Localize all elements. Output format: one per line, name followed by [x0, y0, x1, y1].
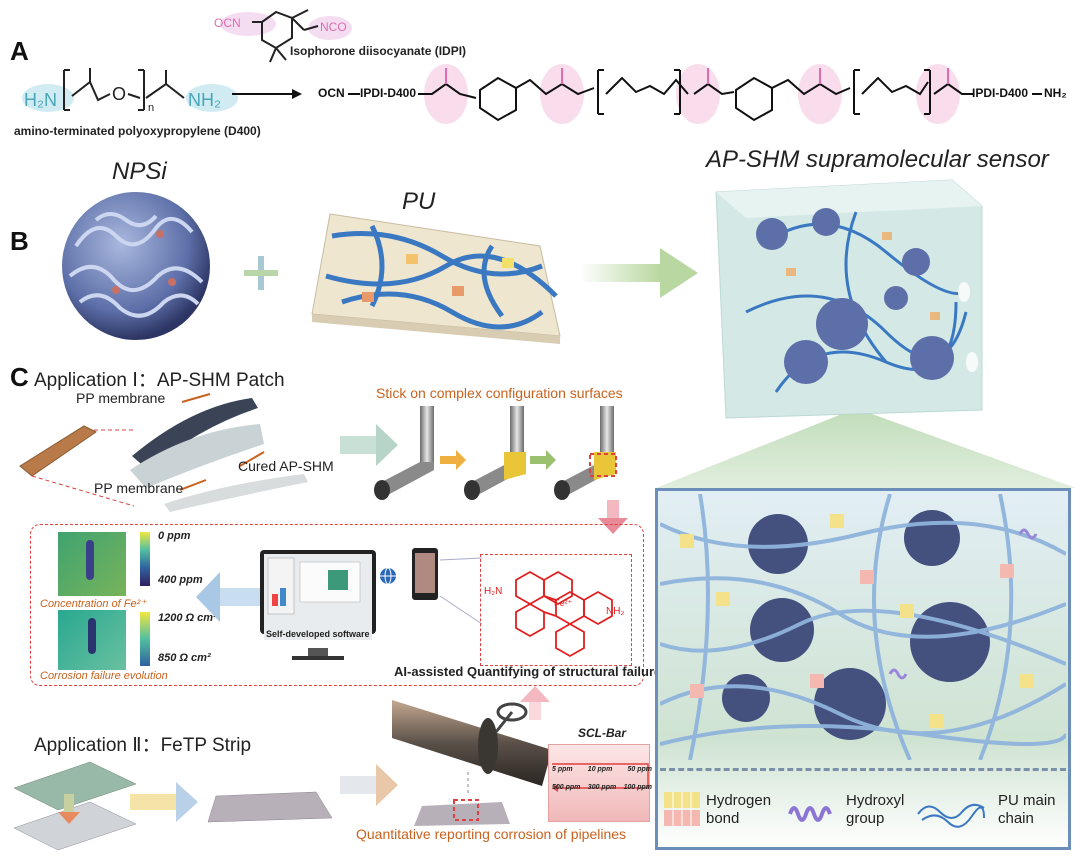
monitor-software [260, 550, 376, 660]
legend-pu-line1: PU main [998, 792, 1056, 809]
arrow-to-pipeline [340, 764, 398, 806]
plus-icon [244, 256, 278, 290]
pipeline [392, 700, 552, 826]
fetp-strip [207, 791, 333, 823]
legend-hydroxyl-line2: group [846, 810, 885, 827]
arrow-to-pipes [340, 424, 398, 466]
cured-ap-shm-label: Cured AP-SHM [238, 458, 334, 474]
zoom-wedge [656, 414, 1076, 488]
chain-ipdi-left: IPDI-D400 [360, 86, 417, 100]
legend-divider [660, 768, 1066, 771]
scl-label: 5 ppm [552, 766, 573, 773]
chain-bond-end [1032, 93, 1042, 95]
oxygen-left: O [112, 84, 127, 104]
scl-label: 100 ppm [623, 784, 652, 791]
patch-arrows [180, 393, 265, 491]
fe-colorbar [140, 532, 150, 586]
r-caption: Corrosion failure evolution [40, 670, 168, 682]
legend-hbond-line1: Hydrogen [706, 792, 772, 809]
legend-pu-line2: chain [998, 810, 1034, 827]
pipeline-caption: Quantitative reporting corrosion of pipe… [356, 826, 627, 842]
d400-molecule [22, 68, 238, 112]
chain-ocn: OCN [318, 86, 345, 100]
legend-hydroxyl-line1: Hydroxyl [846, 792, 905, 809]
scl-label: 300 ppm [587, 784, 617, 791]
pu-title: PU [402, 188, 436, 215]
legend-hbond: Hydrogen bond [706, 792, 771, 828]
h2n-left: H₂N [24, 90, 57, 110]
microstructure-frame [655, 488, 1071, 850]
n-subscript-left: n [148, 102, 155, 114]
ai-quantify-box [30, 524, 644, 686]
resistance-colorbar [140, 612, 150, 666]
pp-membrane-bottom: PP membrane [94, 480, 184, 496]
panel-label-a: A [10, 36, 29, 66]
scl-bar-title: SCL-Bar [578, 726, 627, 740]
npsi-title: NPSi [112, 158, 167, 185]
nco-label-top: NCO [320, 20, 347, 34]
microstructure-network [660, 494, 1066, 760]
transition-arrow-b [580, 248, 698, 298]
scl-label: 50 ppm [627, 766, 652, 773]
scl-row-1: 5 ppm 10 ppm 50 ppm [552, 766, 652, 773]
app1-title: Application Ⅰ：AP-SHM Patch [34, 370, 285, 391]
globe-icon [380, 567, 396, 585]
fe-complex-box [480, 554, 632, 666]
down-arrow [598, 500, 628, 534]
arrow-to-strip [130, 782, 198, 822]
urethane-chain [418, 64, 974, 124]
ocn-label-top: OCN [214, 16, 241, 30]
fe-scale-bottom: 400 ppm [158, 574, 203, 586]
resistance-spot [88, 618, 96, 654]
up-arrow [520, 686, 550, 720]
panel-label-c: C [10, 362, 29, 392]
fe-scale-top: 0 ppm [158, 530, 191, 542]
fe-corrosion-spot [86, 540, 94, 580]
ai-caption: AI-assisted Quantifying of structural fa… [394, 664, 662, 679]
patch-exploded-view [19, 398, 308, 512]
link-lines [439, 557, 483, 625]
reaction-arrow [232, 89, 302, 99]
idpi-label: Isophorone diisocyanate (IDPI) [290, 44, 467, 58]
ipdi-molecule [220, 9, 352, 63]
sensor-title: AP-SHM supramolecular sensor [706, 146, 1049, 173]
stick-caption: Stick on complex configuration surfaces [376, 385, 623, 401]
app2-title: Application Ⅱ：FeTP Strip [34, 735, 252, 756]
fe-caption: Concentration of Fe²⁺ [40, 598, 147, 610]
hydrogen-bond-icon [664, 792, 700, 826]
scl-row-2: 500 ppm 300 ppm 100 ppm [552, 784, 652, 791]
fe-phenanthroline-complex [515, 570, 613, 658]
complex-fe: Fe²⁺ [554, 598, 573, 608]
pu-sheet [311, 213, 561, 344]
legend-pu-chain: PU main chain [998, 792, 1056, 828]
legend-hbond-line2: bond [706, 810, 740, 827]
legend-hydroxyl: Hydroxyl group [846, 792, 904, 828]
r-scale-top: 1200 Ω cm² [158, 612, 217, 624]
chain-bond-1 [348, 93, 360, 95]
pu-main-chain-icon [917, 803, 985, 828]
panel-label-b: B [10, 226, 29, 256]
scl-label: 500 ppm [552, 784, 581, 791]
scl-bar [548, 744, 650, 822]
pipe-sequence [374, 406, 617, 500]
fetp-layers [13, 761, 137, 851]
npsi-sphere [62, 192, 210, 340]
phone-icon [412, 548, 438, 600]
d400-label: amino-terminated polyoxypropylene (D400) [14, 124, 261, 138]
nh2-left: NH₂ [188, 90, 221, 110]
chain-ipdi-right: IPDI-D400 [972, 86, 1029, 100]
pp-membrane-top: PP membrane [76, 390, 166, 406]
chain-nh2: NH₂ [1044, 86, 1067, 100]
scl-label: 10 ppm [587, 766, 613, 773]
r-scale-bottom: 850 Ω cm² [158, 652, 211, 664]
left-arrow [196, 572, 262, 622]
hydroxyl-group-icon [788, 806, 832, 822]
sensor-cube [715, 179, 983, 419]
complex-h2n: H₂N [484, 586, 503, 597]
software-label: Self-developed software [264, 628, 372, 640]
scl-bar-flow-arrow [552, 763, 649, 792]
complex-nh2: NH₂ [606, 606, 625, 617]
